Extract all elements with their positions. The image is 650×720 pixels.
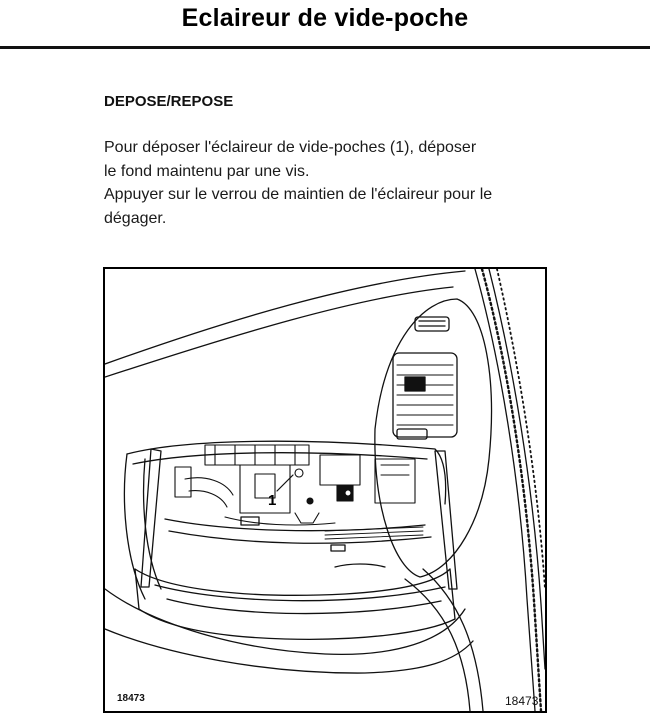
door-pillar-inner [488,269,545,670]
dashboard-top [105,270,466,365]
glovebox-illustration: 1 18473 18473 [103,267,547,713]
callout-label: 1 [268,492,277,509]
section-heading: DEPOSE/REPOSE [104,93,234,110]
floor-ribs [324,526,424,540]
door-seal-trim-outer [496,269,545,590]
paragraph-line: le fond maintenu par une vis. [104,162,310,180]
callout-leader [276,474,294,492]
top-vent [414,316,450,332]
page-title: Eclaireur de vide-poche [181,4,469,32]
knee-panel [404,578,471,711]
title-divider [0,46,650,49]
lid-edge-2 [166,598,442,615]
figure-reference-number: 18473 [505,694,539,708]
glovebox-opening-lip [132,452,428,465]
knee-panel-2 [422,568,484,711]
lower-dashboard-2 [105,628,474,674]
paragraph-line: Appuyer sur le verrou de maintien de l'é… [104,186,493,203]
coin-slot [334,563,386,568]
glovebox-floor-2 [168,530,432,544]
technical-drawing [105,269,545,711]
vent-louvers [396,364,454,426]
paragraph-line: Pour déposer l'éclaireur de vide-poches … [104,139,477,156]
paragraph-line: dégager. [104,209,167,227]
door-pillar [474,269,536,711]
main-vent [392,352,458,438]
lid-edge [154,584,446,602]
glovebox-opening [126,440,447,505]
vent-wheel [396,428,428,440]
interior-mechanism [174,444,416,526]
glovebox-lid [134,568,456,640]
right-strut [434,450,458,590]
floor-clip [240,516,260,526]
vent-knob [404,376,426,392]
vent-housing [374,298,493,578]
instruction-paragraph: Pour déposer l'éclaireur de vide-poches … [104,136,624,230]
floor-clip [330,544,346,552]
glovebox-left-wall [123,453,146,600]
dashboard-top-2 [105,286,454,378]
door-seal-trim [480,269,543,711]
left-strut [140,448,162,588]
lower-dashboard [105,588,466,656]
figure-reference-number: 18473 [117,693,145,704]
